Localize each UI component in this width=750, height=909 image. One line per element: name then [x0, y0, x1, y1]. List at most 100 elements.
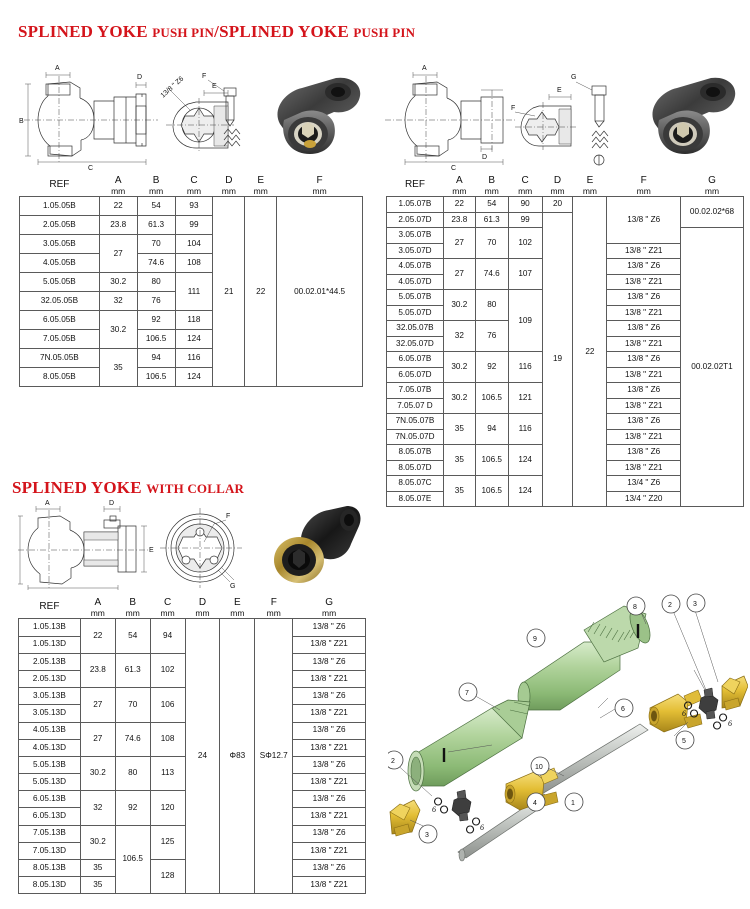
table-row: 6.05.07D 13/8 " Z21	[386, 366, 744, 384]
table-row: 4.05.07B 27 74.6 107 13/8 " Z6	[386, 258, 744, 291]
cell-a: 30.2	[98, 272, 138, 293]
cell-a: 35	[442, 475, 476, 508]
table-row: 1.05.13D 13/8 " Z21	[18, 635, 366, 654]
balloon-5	[675, 730, 695, 750]
cell-a: 35	[79, 859, 116, 878]
balloon-1	[564, 792, 584, 812]
cell-a: 32	[442, 320, 476, 353]
dim-label-B: B	[19, 118, 24, 125]
cell-f: SΦ12.7	[254, 618, 294, 895]
table-row: 3.05.13B 27 70 106 13/8 " Z6	[18, 687, 366, 723]
heading-collar-main: SPLINED YOKE	[12, 478, 142, 497]
cell-c: 102	[149, 652, 186, 689]
table-row: 4.05.13B 27 74.6 108 13/8 " Z6	[18, 721, 366, 757]
table-row: 2.05.05B 23.8 61.3 99	[19, 215, 363, 236]
cell-b: 74.6	[114, 721, 151, 757]
cell-b: 61.3	[136, 215, 176, 236]
table-row: 7.05.13D 13/8 " Z21	[18, 841, 366, 861]
balloon-8	[626, 596, 646, 616]
balloon-label-8: 8	[633, 604, 637, 611]
cell-c: 99	[174, 215, 214, 236]
cell-e: 22	[572, 196, 608, 508]
table-row: 8.05.07E 13/4 " Z20	[386, 490, 744, 508]
cell-ref: 3.05.07D	[386, 242, 444, 260]
dim-label-D-c: D	[109, 500, 114, 507]
cell-b: 80	[136, 272, 176, 293]
cell-g: 13/8 " Z6	[292, 824, 366, 843]
cell-b: 74.6	[474, 258, 509, 291]
cell-a: 30.2	[442, 289, 476, 322]
part-9-tube	[517, 605, 651, 711]
cell-a: 30.2	[442, 382, 476, 415]
table-row: 1.05.13B 22 54 94 24 Φ83 SΦ12.7 13/8 " Z…	[18, 618, 366, 895]
cell-a: 35	[79, 876, 116, 895]
cell-g1: 00.02.02*68	[680, 196, 744, 229]
cell-a: 23.8	[79, 652, 116, 689]
cell-e: 22	[244, 196, 278, 388]
cell-b: 92	[474, 351, 509, 384]
cell-ref: 1.05.07B	[386, 196, 444, 213]
cell-g: 13/8 " Z6	[292, 652, 366, 671]
cell-ref: 32.05.07B	[386, 320, 444, 337]
balloon-7	[458, 682, 478, 702]
table-row: 7.05.13B 30.2 106.5 125 13/8 " Z6	[18, 824, 366, 895]
cell-b: 70	[136, 234, 176, 255]
cell-ref: 8.05.07B	[386, 444, 444, 461]
cell-c: 94	[149, 618, 186, 654]
th-ref: REF	[404, 179, 425, 191]
cell-ref: 2.05.05B	[19, 215, 100, 236]
cell-d: 21	[212, 196, 246, 388]
cell-b: 76	[136, 291, 176, 312]
cell-ref: 8.05.05B	[19, 367, 100, 388]
cell-c: 125	[149, 824, 186, 861]
dim-label-F-r: F	[511, 105, 515, 112]
cell-f: 13/4 " Z20	[606, 490, 682, 508]
cell-c: 99	[507, 211, 543, 229]
svg-text:6: 6	[728, 719, 732, 728]
cell-ref: 4.05.13D	[18, 738, 81, 757]
cell-ref: 1.05.13D	[18, 635, 81, 654]
cell-e: Φ83	[219, 618, 256, 895]
cell-g: 13/8 " Z21	[292, 807, 366, 826]
cell-d1: 20	[541, 196, 574, 213]
cell-g2: 00.02.02T1	[680, 227, 744, 508]
dim-label-F: F	[202, 73, 206, 80]
dim-label-A-r: A	[422, 65, 427, 72]
table-row: 8.05.13D 35 13/8 " Z21	[18, 876, 366, 895]
cell-c: 121	[507, 382, 543, 415]
cell-ref: 8.05.07E	[386, 490, 444, 508]
cell-b: 92	[114, 790, 151, 826]
part-2-cross-lower	[451, 789, 472, 822]
cell-c: 104	[174, 234, 214, 255]
heading-push-pin-main-2: SPLINED YOKE	[219, 22, 349, 41]
balloon-label-2-upper: 2	[668, 602, 672, 609]
cell-f: 13/8 " Z21	[606, 335, 682, 353]
cell-b: 92	[136, 310, 176, 331]
cell-f: 13/8 " Z21	[606, 428, 682, 446]
balloon-2-upper	[661, 594, 681, 614]
balloon-10	[530, 756, 550, 776]
cell-b: 94	[136, 348, 176, 369]
cell-c: 111	[174, 272, 214, 312]
table-row: 5.05.07D 13/8 " Z21	[386, 304, 744, 322]
cell-ref: 4.05.07D	[386, 273, 444, 291]
part-6-shaft	[533, 723, 649, 798]
cell-f: 00.02.01*44.5	[276, 196, 363, 388]
cell-a: 27	[79, 687, 116, 723]
snap-rings	[434, 701, 728, 834]
cell-g: 13/8 " Z21	[292, 876, 366, 895]
